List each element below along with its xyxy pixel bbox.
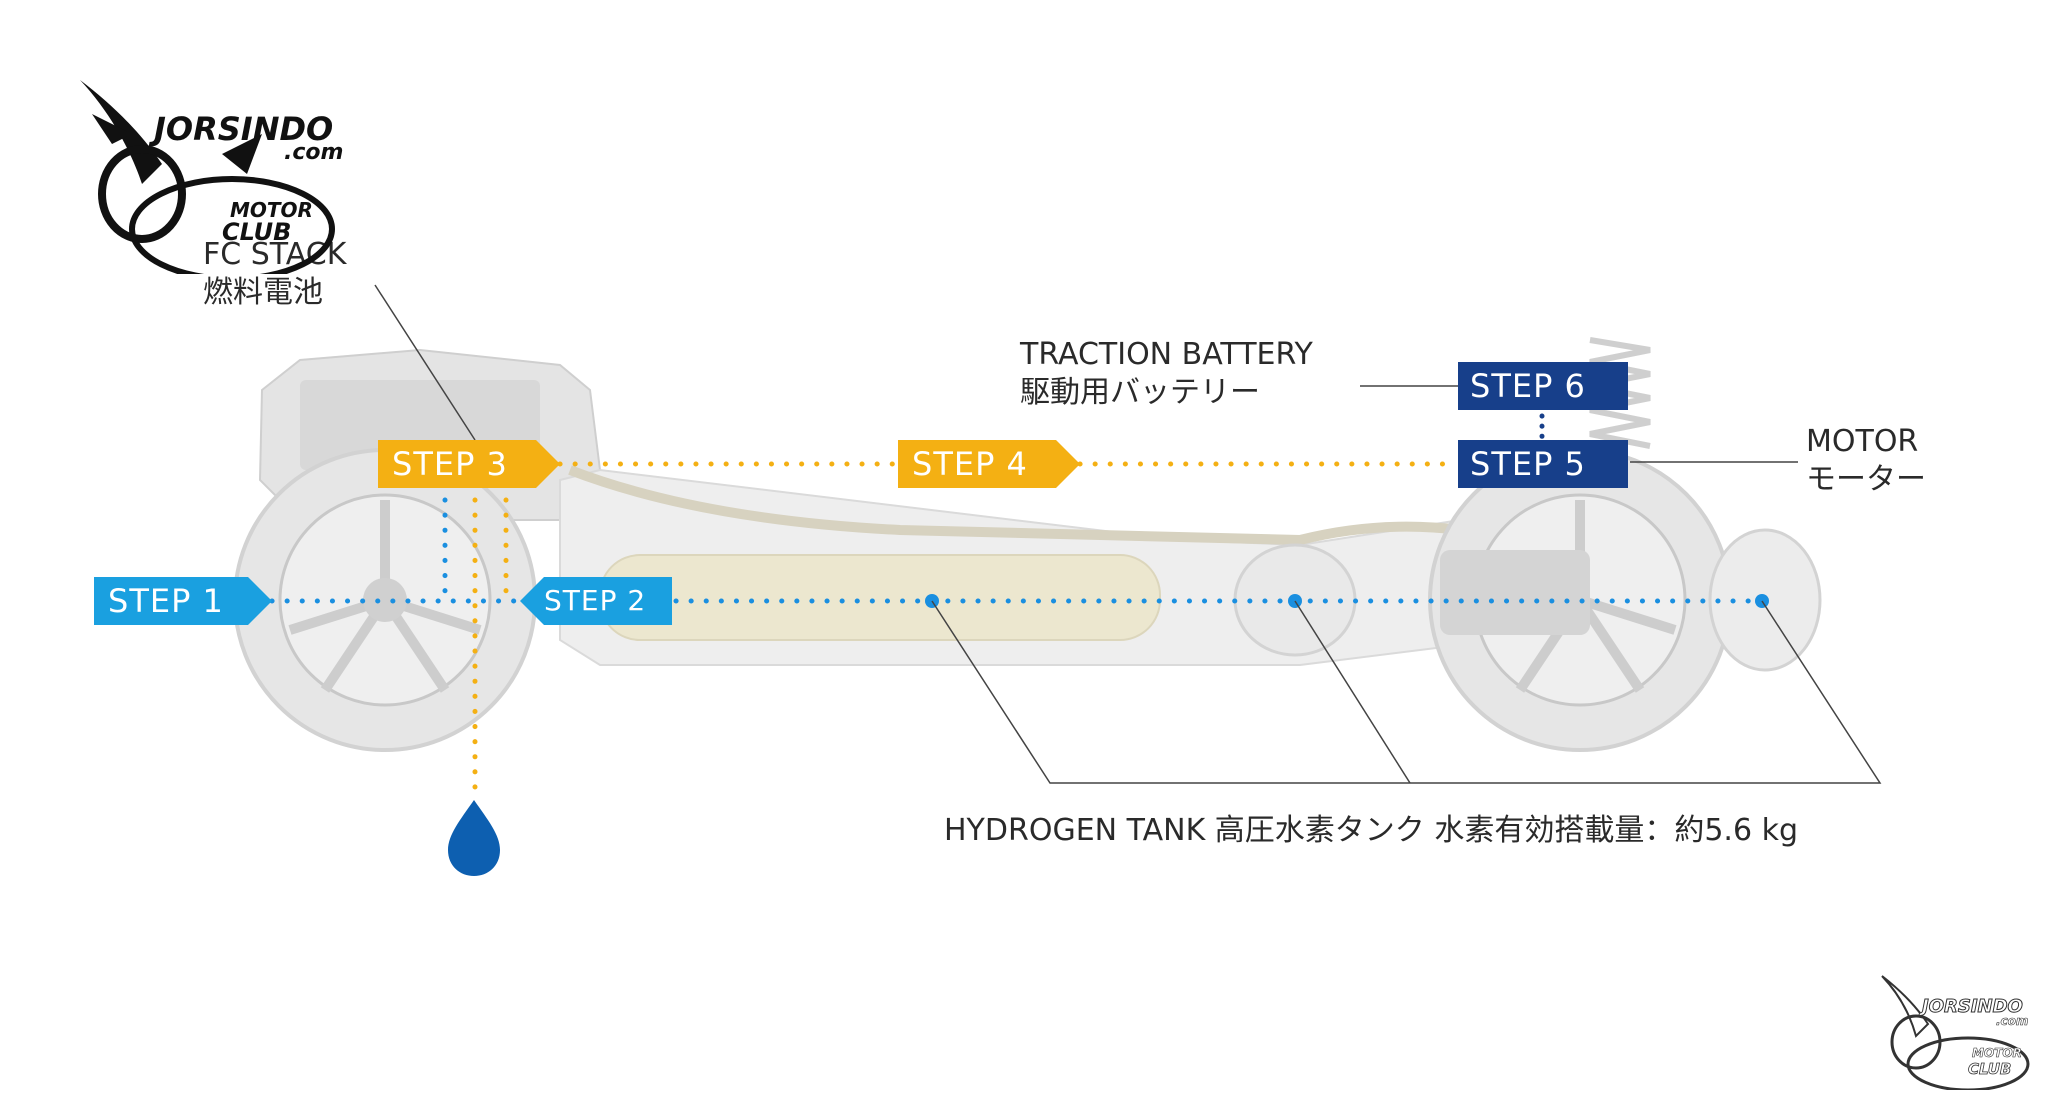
step-4-badge: STEP 4 — [898, 440, 1080, 488]
traction-battery-label: TRACTION BATTERY 駆動用バッテリー — [1020, 336, 1313, 411]
watermark-logo-top: JORSINDO .com MOTOR CLUB — [72, 74, 372, 274]
watermark-club-top: CLUB — [222, 218, 291, 246]
watermark-emblem-small-icon — [1876, 972, 2046, 1090]
step-2-badge: STEP 2 — [520, 577, 672, 625]
fc-stack-label-jp: 燃料電池 — [203, 274, 346, 312]
watermark-domain-top: .com — [284, 140, 343, 165]
step-5-badge: STEP 5 — [1458, 440, 1628, 488]
motor-label-en: MOTOR — [1806, 423, 1926, 461]
watermark-domain-bottom: .com — [1996, 1014, 2028, 1028]
water-drop-icon — [448, 800, 500, 876]
traction-battery-label-en: TRACTION BATTERY — [1020, 336, 1313, 374]
traction-battery-label-jp: 駆動用バッテリー — [1020, 374, 1313, 412]
step-3-badge: STEP 3 — [378, 440, 560, 488]
watermark-logo-bottom: JORSINDO .com MOTOR CLUB — [1876, 972, 2046, 1090]
motor-label-jp: モーター — [1806, 461, 1926, 499]
rear-motor-unit — [1440, 550, 1590, 635]
hydrogen-tank-label: HYDROGEN TANK 高圧水素タンク 水素有効搭載量：約5.6 kg — [944, 812, 1798, 850]
step-1-badge: STEP 1 — [94, 577, 272, 625]
front-wheel-hub — [363, 578, 407, 622]
hydrogen-tank — [600, 555, 1160, 640]
motor-label: MOTOR モーター — [1806, 423, 1926, 498]
step-6-badge: STEP 6 — [1458, 362, 1628, 410]
watermark-club-bottom: CLUB — [1968, 1060, 2011, 1078]
watermark-motor-bottom: MOTOR — [1972, 1046, 2022, 1060]
